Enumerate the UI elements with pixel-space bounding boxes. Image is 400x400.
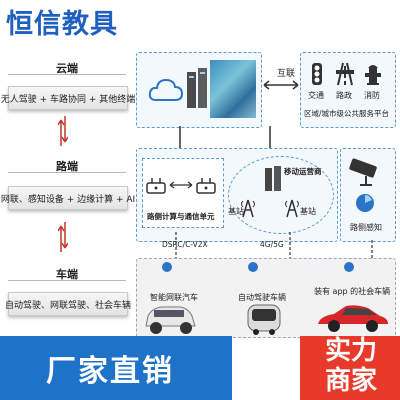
promo-text-left: 厂家直销 — [46, 354, 174, 389]
radar-icon — [356, 194, 374, 212]
suv-image — [145, 306, 196, 334]
wifi-icon — [344, 262, 354, 272]
service-label-traffic: 交通 — [308, 91, 324, 100]
sedan-image — [318, 305, 388, 332]
road-vehicle-link-lines — [175, 232, 373, 260]
tier-box-cloud: 无人驾驶 + 车路协同 + 其他终端 — [1, 86, 135, 110]
tier-box-vehicle: 自动驾驶、网联驾驶、社会车辆 — [5, 292, 131, 316]
wifi-icon — [162, 262, 172, 272]
tier-divider — [8, 74, 126, 75]
network-cloud-outline — [228, 156, 334, 234]
tier-divider — [8, 280, 126, 281]
tier-title-vehicle: 车端 — [56, 268, 78, 281]
vehicle-label-connected: 智能网联汽车 — [150, 293, 198, 302]
protocol-dsrc-label: DSRC/C-V2X — [162, 240, 208, 249]
traffic-light-icon — [312, 63, 322, 85]
server-icon — [265, 166, 281, 191]
platform-label: 区域/城市级公共服务平台 — [304, 109, 390, 118]
rsu-device-icon — [196, 178, 216, 194]
tier-title-road: 路端 — [56, 160, 78, 173]
operator-label: 移动运营商 — [284, 167, 322, 176]
promo-text-right: 实力商家 — [324, 336, 377, 396]
city-map-image — [210, 60, 256, 118]
rsu-device-icon — [146, 178, 166, 194]
link-arrow-icon — [169, 181, 193, 189]
base-station-label: 基站 — [300, 207, 316, 216]
autonomous-shuttle-image — [247, 304, 281, 335]
interconnect-arrow-icon — [263, 80, 299, 90]
base-station-label: 基站 — [228, 207, 244, 216]
rsu-label: 路侧计算与通信单元 — [147, 212, 215, 221]
bidirectional-arrow-icon — [58, 116, 68, 146]
server-icon — [187, 68, 207, 108]
vehicle-label-social: 装有 app 的社会车辆 — [314, 287, 391, 296]
camera-icon — [349, 158, 377, 186]
tier-box-road: 网联、感知设备 + 边缘计算 + AI — [1, 186, 135, 210]
interconnect-label: 互联 — [277, 69, 296, 79]
road-icon — [336, 62, 354, 86]
cloud-icon — [148, 78, 184, 101]
service-label-road-admin: 路政 — [336, 91, 352, 100]
sensing-label: 路侧感知 — [350, 223, 382, 232]
promo-banner-left — [0, 336, 232, 400]
brand-title: 恒信教具 — [6, 9, 118, 40]
tier-title-cloud: 云端 — [56, 62, 78, 75]
protocol-4g5g-label: 4G/5G — [260, 240, 284, 249]
base-station-icon — [241, 199, 255, 218]
bidirectional-arrow-icon — [58, 222, 68, 252]
service-label-fire: 消防 — [364, 91, 380, 100]
vehicle-label-autonomous: 自动驾驶车辆 — [238, 293, 286, 302]
tier-divider — [8, 172, 126, 173]
fire-hydrant-icon — [365, 65, 381, 85]
promo-banner-right — [300, 336, 400, 400]
wifi-icon — [248, 262, 258, 272]
base-station-icon — [285, 199, 299, 218]
